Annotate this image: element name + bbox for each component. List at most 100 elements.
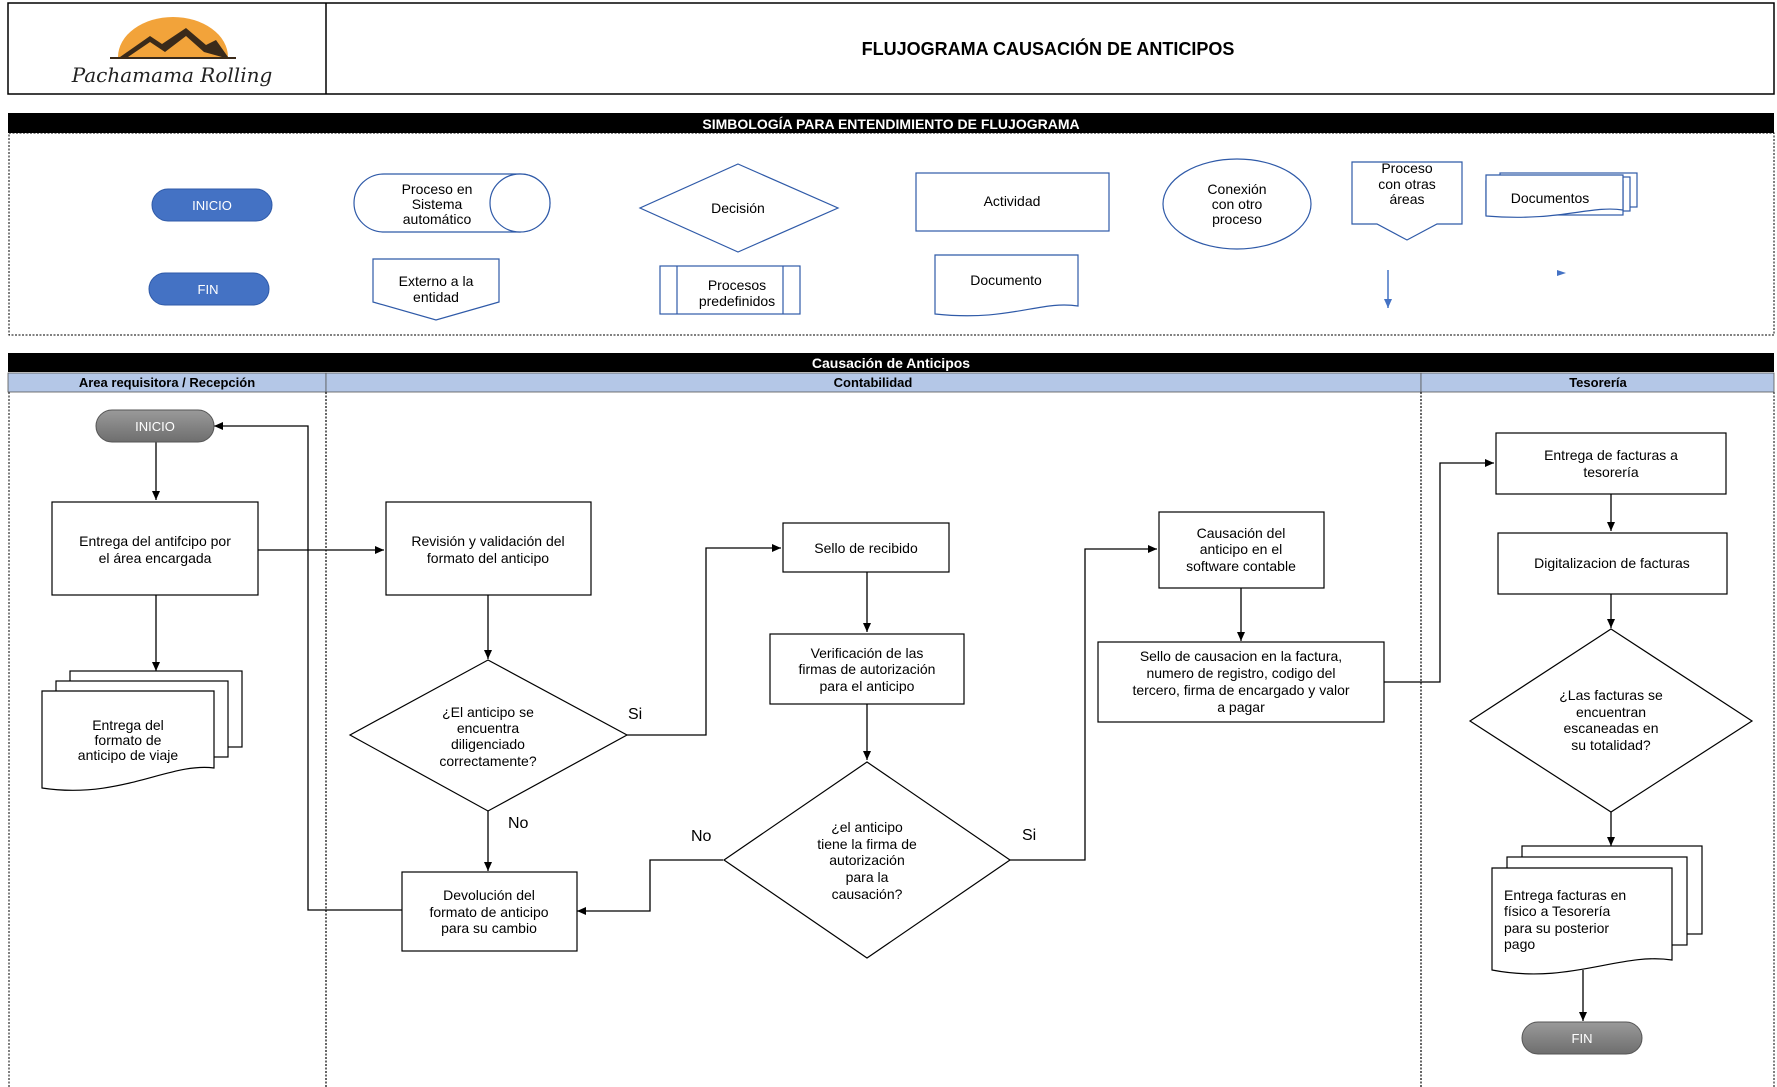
legend-document-label: Documento (970, 272, 1042, 288)
legend-external-line1: Externo a la (399, 273, 474, 289)
node-decision1-line3: diligenciado (451, 736, 525, 752)
legend-decision-symbol: Decisión (638, 163, 840, 253)
legend-other-areas-symbol: Proceso con otras áreas (1351, 160, 1463, 241)
node-documentos-facturas-line2: físico a Tesorería (1504, 903, 1611, 919)
legend-auto-line1: Proceso en (402, 181, 473, 197)
flow-heading: Causación de Anticipos (812, 355, 970, 371)
legend-connector-arrow-icon (1557, 270, 1566, 276)
node-entrega-anticipo-line1: Entrega del antifcipo por (79, 533, 231, 549)
node-sello-causacion: Sello de causacion en la factura, numero… (1097, 641, 1385, 723)
company-logo: Pachamama Rolling (71, 17, 273, 87)
legend-activity-symbol: Actividad (915, 172, 1110, 232)
node-decision3-line2: encuentran (1576, 704, 1646, 720)
node-sello-causacion-line2: numero de registro, codigo del (1146, 665, 1335, 681)
node-entrega-facturas: Entrega de facturas a tesorería (1495, 432, 1727, 495)
node-sello-recibido: Sello de recibido (782, 522, 950, 573)
legend-connector-line1: Conexión (1207, 181, 1266, 197)
node-verificacion-line3: para el anticipo (820, 678, 915, 694)
label-decision2-si: Si (1022, 827, 1036, 844)
node-entrega-anticipo-line2: el área encargada (99, 550, 212, 566)
legend-predefined-line2: predefinidos (699, 293, 775, 309)
lane-header-tesoreria: Tesorería (1569, 375, 1627, 390)
node-devolucion-line2: formato de anticipo (429, 904, 548, 920)
legend-external-line2: entidad (413, 289, 459, 305)
legend-document-symbol: Documento (934, 254, 1079, 317)
node-decision2-line2: tiene la firma de (817, 836, 917, 852)
arrow-decision1-si (627, 544, 781, 736)
node-fin: FIN (1521, 1021, 1643, 1055)
node-decision-diligenciado: ¿El anticipo se encuentra diligenciado c… (348, 659, 629, 812)
lane-header-contabilidad: Contabilidad (834, 375, 913, 390)
label-decision1-si: Si (628, 706, 642, 723)
node-documentos-facturas-line4: pago (1504, 936, 1535, 952)
header: Pachamama Rolling FLUJOGRAMA CAUSACIÓN D… (7, 2, 1775, 95)
legend-auto-line2: Sistema (412, 196, 463, 212)
node-decision3-line1: ¿Las facturas se (1559, 687, 1663, 703)
node-verificacion: Verificación de las firmas de autorizaci… (769, 633, 965, 705)
node-decision3-line4: su totalidad? (1571, 737, 1651, 753)
legend-activity-label: Actividad (984, 193, 1041, 209)
legend-documents-symbol: Documentos (1485, 172, 1638, 218)
legend: SIMBOLOGÍA PARA ENTENDIMIENTO DE FLUJOGR… (8, 113, 1775, 336)
legend-inicio-symbol: INICIO (151, 188, 273, 222)
node-decision2-line3: autorización (829, 852, 905, 868)
node-documento-formato: Entrega del formato de anticipo de viaje (41, 670, 243, 791)
node-digitalizacion: Digitalizacion de facturas (1497, 532, 1728, 595)
node-decision1-line1: ¿El anticipo se (442, 704, 534, 720)
node-sello-recibido-label: Sello de recibido (814, 540, 918, 556)
node-decision1-line2: encuentra (457, 720, 519, 736)
node-fin-label: FIN (1572, 1031, 1593, 1046)
node-documento-formato-line1: Entrega del (92, 717, 164, 733)
legend-connector-line2: con otro (1212, 196, 1263, 212)
node-causacion-line3: software contable (1186, 558, 1296, 574)
legend-connector-symbol: Conexión con otro proceso (1162, 158, 1312, 250)
node-digitalizacion-label: Digitalizacion de facturas (1534, 555, 1690, 571)
node-decision1-line4: correctamente? (439, 753, 536, 769)
node-documento-formato-line3: anticipo de viaje (78, 747, 179, 763)
legend-documents-label: Documentos (1511, 190, 1590, 206)
legend-predefined-symbol: Procesos predefinidos (659, 265, 801, 315)
node-decision2-line5: causación? (832, 886, 903, 902)
node-inicio-label: INICIO (135, 419, 175, 434)
node-causacion-line2: anticipo en el (1200, 541, 1283, 557)
page-title: FLUJOGRAMA CAUSACIÓN DE ANTICIPOS (862, 38, 1235, 59)
legend-decision-label: Decisión (711, 200, 765, 216)
node-documento-formato-line2: formato de (95, 732, 162, 748)
legend-fin-symbol: FIN (148, 272, 270, 306)
node-decision3-line3: escaneadas en (1564, 720, 1659, 736)
node-revision-line1: Revisión y validación del (411, 533, 564, 549)
legend-heading: SIMBOLOGÍA PARA ENTENDIMIENTO DE FLUJOGR… (702, 116, 1079, 132)
arrow-sello-to-entrega-facturas (1384, 459, 1494, 683)
node-sello-causacion-line3: tercero, firma de encargado y valor (1132, 682, 1349, 698)
flow-connectors (152, 422, 1615, 1021)
legend-auto-line3: automático (403, 211, 472, 227)
arrow-decision2-no (577, 859, 723, 915)
legend-other-areas-line1: Proceso (1381, 160, 1433, 176)
arrow-decision2-si (1010, 545, 1157, 861)
node-documentos-facturas-line3: para su posterior (1504, 920, 1609, 936)
node-inicio: INICIO (95, 409, 215, 443)
legend-predefined-line1: Procesos (708, 277, 766, 293)
legend-external-symbol: Externo a la entidad (372, 258, 500, 321)
node-devolucion-line3: para su cambio (441, 920, 537, 936)
node-sello-causacion-line4: a pagar (1217, 699, 1265, 715)
swimlane-diagram: Causación de Anticipos Area requisitora … (7, 353, 1775, 1087)
legend-other-areas-line3: áreas (1389, 191, 1424, 207)
node-verificacion-line1: Verificación de las (811, 645, 924, 661)
node-verificacion-line2: firmas de autorización (799, 661, 936, 677)
node-devolucion-line1: Devolución del (443, 887, 535, 903)
node-decision2-line4: para la (846, 869, 889, 885)
legend-fin-label: FIN (198, 282, 219, 297)
node-causacion-line1: Causación del (1197, 525, 1286, 541)
node-sello-causacion-line1: Sello de causacion en la factura, (1140, 648, 1342, 664)
node-entrega-anticipo: Entrega del antifcipo por el área encarg… (51, 501, 259, 596)
legend-other-areas-line2: con otras (1378, 176, 1436, 192)
node-revision: Revisión y validación del formato del an… (385, 501, 592, 596)
logo-wordmark: Pachamama Rolling (71, 63, 273, 87)
node-revision-line2: formato del anticipo (427, 550, 549, 566)
node-causacion: Causación del anticipo en el software co… (1158, 511, 1325, 589)
legend-automatic-process-symbol: Proceso en Sistema automático (353, 173, 551, 233)
node-decision-firma: ¿el anticipo tiene la firma de autorizac… (722, 761, 1012, 959)
node-documentos-facturas: Entrega facturas en físico a Tesorería p… (1491, 845, 1703, 975)
